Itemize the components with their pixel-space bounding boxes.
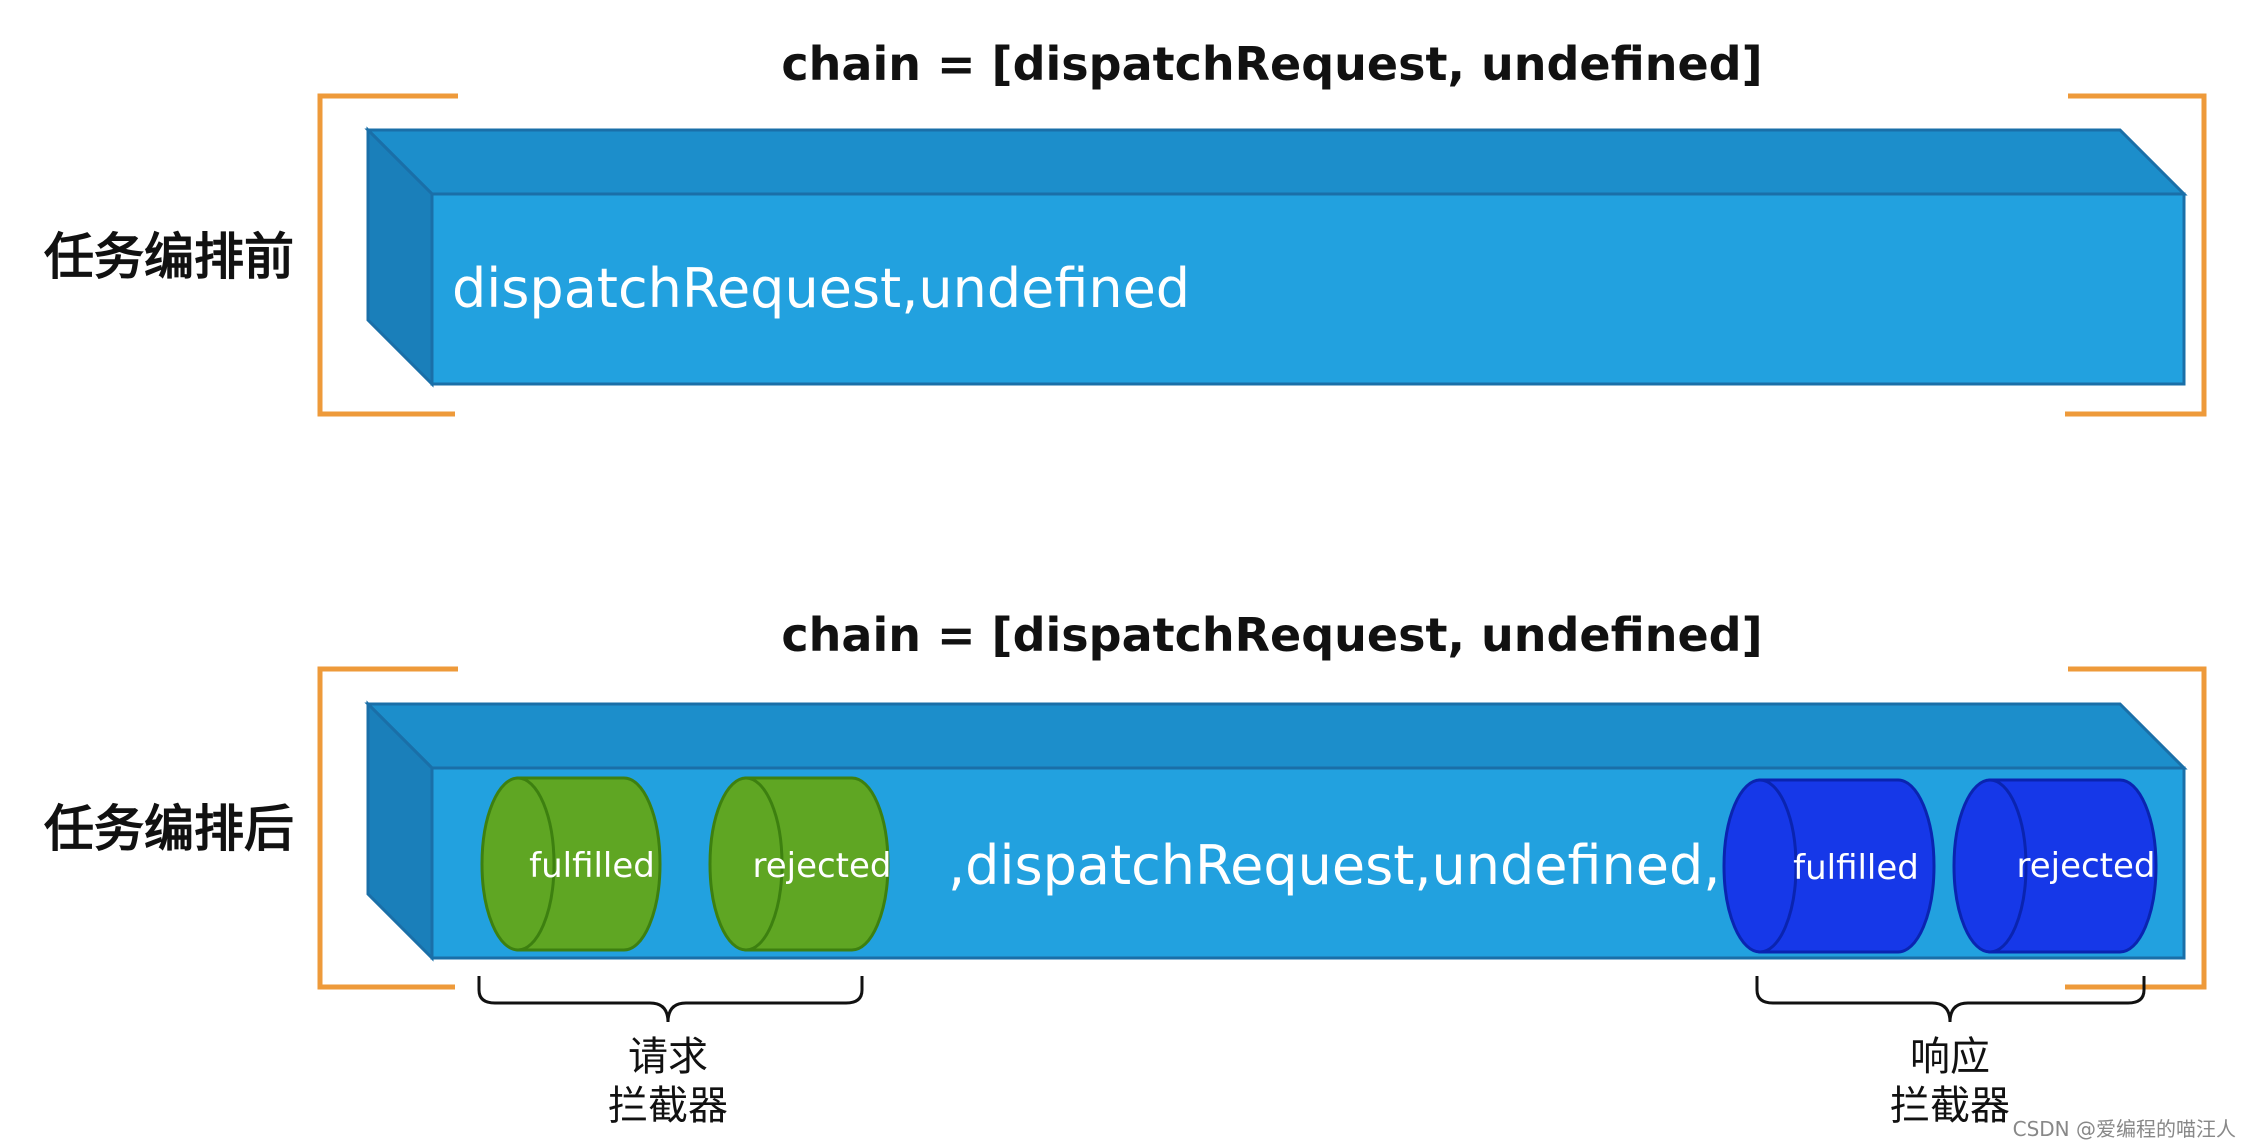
response-interceptor-group: fulfilled rejected bbox=[1722, 778, 2158, 954]
top-bar-text: dispatchRequest,undefined bbox=[452, 257, 1190, 320]
request-rejected-label: rejected bbox=[752, 846, 891, 886]
request-fulfilled-label: fulfilled bbox=[529, 846, 655, 886]
bottom-side-label: 任务编排后 bbox=[44, 800, 294, 858]
request-fulfilled-cylinder: fulfilled bbox=[480, 776, 662, 952]
watermark: CSDN @爱编程的喵汪人 bbox=[2013, 1117, 2236, 1141]
bottom-bar-text: ,dispatchRequest,undefined, bbox=[948, 834, 1720, 897]
request-rejected-cylinder: rejected bbox=[708, 776, 892, 952]
bottom-title: chain = [dispatchRequest, undefined] bbox=[781, 608, 1762, 662]
top-side-label: 任务编排前 bbox=[44, 228, 294, 286]
bottom-section: chain = [dispatchRequest, undefined] ,di… bbox=[44, 608, 2207, 1129]
top-section: chain = [dispatchRequest, undefined] dis… bbox=[44, 37, 2207, 417]
request-label-line2: 拦截器 bbox=[608, 1083, 728, 1129]
request-interceptor-group: fulfilled rejected bbox=[480, 776, 892, 952]
response-rejected-cylinder: rejected bbox=[1952, 778, 2158, 954]
bottom-bar-top-face bbox=[364, 702, 2188, 770]
response-brace bbox=[1755, 976, 2146, 1023]
response-label-line1: 响应 bbox=[1910, 1034, 1990, 1080]
top-left-bracket bbox=[317, 93, 458, 417]
top-bar: dispatchRequest,undefined bbox=[364, 126, 2188, 388]
bottom-right-bracket bbox=[2065, 666, 2207, 990]
response-fulfilled-cylinder: fulfilled bbox=[1722, 778, 1936, 954]
top-right-bracket bbox=[2065, 93, 2207, 417]
request-label-line1: 请求 bbox=[628, 1034, 708, 1080]
request-brace bbox=[477, 976, 864, 1023]
bottom-left-bracket bbox=[317, 666, 458, 990]
top-bar-top-face bbox=[364, 128, 2188, 196]
response-label-line2: 拦截器 bbox=[1890, 1083, 2010, 1129]
response-rejected-label: rejected bbox=[2016, 846, 2155, 886]
response-fulfilled-label: fulfilled bbox=[1793, 848, 1919, 888]
top-bar-front-face bbox=[430, 192, 2186, 386]
top-title: chain = [dispatchRequest, undefined] bbox=[781, 37, 1762, 91]
